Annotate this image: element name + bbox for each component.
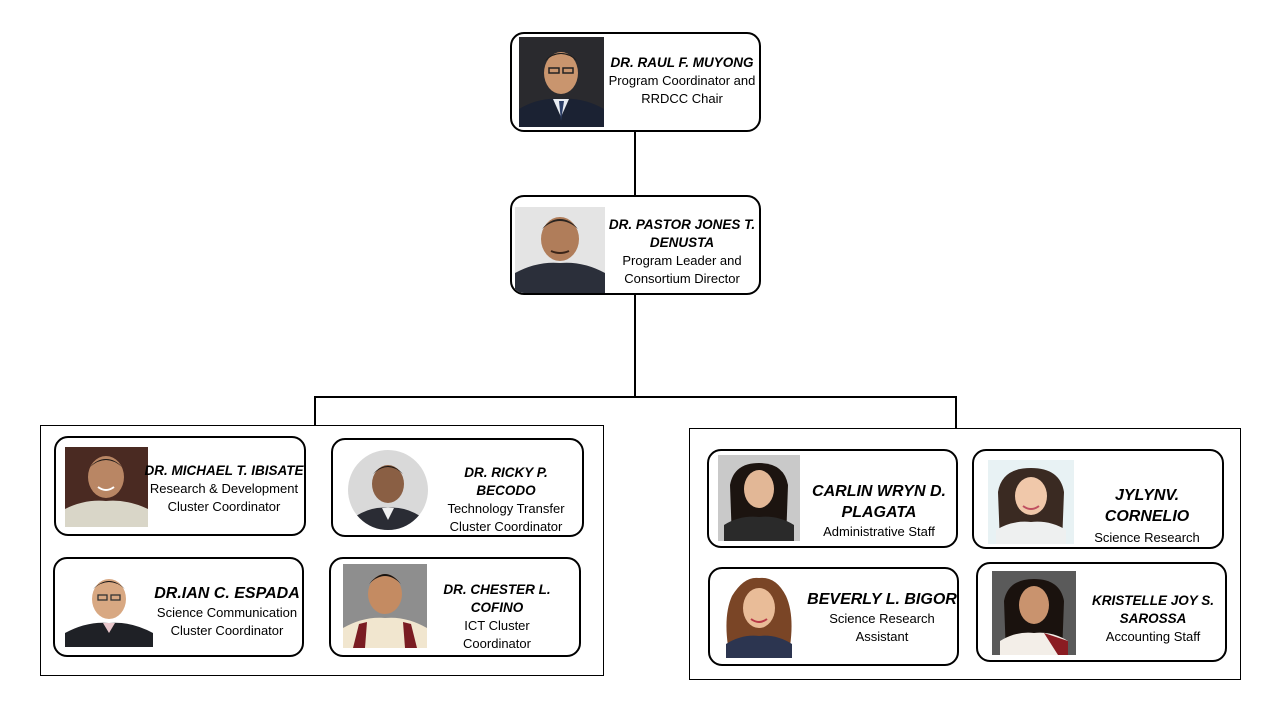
person-name: DR. MICHAEL T. IBISATE bbox=[144, 463, 304, 478]
person-role: Administrative Staff bbox=[823, 524, 935, 539]
person-name: JYLYNV. CORNELIO bbox=[1104, 487, 1190, 525]
person-role: Program Leader and Consortium Director bbox=[622, 253, 742, 286]
person-role: Accounting Staff bbox=[1105, 629, 1201, 644]
connector-right-drop bbox=[955, 396, 957, 429]
connector-horizontal bbox=[314, 396, 957, 398]
person-photo bbox=[519, 37, 604, 127]
person-photo bbox=[343, 564, 427, 648]
org-card-ict-cluster: DR. CHESTER L. COFINO ICT Cluster Coordi… bbox=[329, 557, 581, 657]
org-card-administrative-staff: CARLIN WRYN D. PLAGATA Administrative St… bbox=[707, 449, 958, 548]
person-role: ICT Cluster Coordinator bbox=[463, 618, 531, 651]
person-photo bbox=[992, 571, 1076, 655]
person-name: KRISTELLE JOY S. SAROSSA bbox=[1091, 593, 1215, 626]
org-card-program-leader: DR. PASTOR JONES T. DENUSTA Program Lead… bbox=[510, 195, 761, 295]
person-name: CARLIN WRYN D. PLAGATA bbox=[812, 483, 946, 521]
org-card-scicomm-cluster: DR.IAN C. ESPADA Science Communication C… bbox=[53, 557, 304, 657]
person-role: Science Communication Cluster Coordinato… bbox=[156, 605, 298, 638]
person-role: Science Research Assistant bbox=[1094, 530, 1200, 545]
person-name: DR. PASTOR JONES T. DENUSTA bbox=[608, 217, 756, 250]
org-card-tech-transfer-cluster: DR. RICKY P. BECODO Technology Transfer … bbox=[331, 438, 584, 537]
org-card-rd-cluster: DR. MICHAEL T. IBISATE Research & Develo… bbox=[54, 436, 306, 536]
person-photo bbox=[65, 571, 153, 647]
person-photo bbox=[515, 207, 605, 293]
connector-left-drop bbox=[314, 396, 316, 426]
person-role: Research & Development Cluster Coordinat… bbox=[149, 481, 299, 514]
org-card-sra-cornelio: JYLYNV. CORNELIO Science Research Assist… bbox=[972, 449, 1224, 549]
person-role: Program Coordinator and RRDCC Chair bbox=[608, 73, 756, 106]
org-card-program-coordinator: DR. RAUL F. MUYONG Program Coordinator a… bbox=[510, 32, 761, 132]
person-photo bbox=[65, 447, 148, 527]
person-photo bbox=[716, 572, 802, 658]
person-photo bbox=[988, 460, 1074, 544]
person-name: DR. RICKY P. BECODO bbox=[464, 465, 548, 498]
connector-leader-down bbox=[634, 294, 636, 397]
person-name: DR. RAUL F. MUYONG bbox=[610, 55, 754, 70]
person-role: Technology Transfer Cluster Coordinator bbox=[447, 501, 565, 534]
person-name: DR.IAN C. ESPADA bbox=[154, 585, 300, 602]
connector-top-to-leader bbox=[634, 131, 636, 196]
person-photo bbox=[718, 455, 800, 541]
person-name: DR. CHESTER L. COFINO bbox=[443, 582, 551, 615]
org-card-accounting-staff: KRISTELLE JOY S. SAROSSA Accounting Staf… bbox=[976, 562, 1227, 662]
person-role: Science Research Assistant bbox=[829, 611, 935, 644]
person-photo bbox=[348, 450, 428, 530]
org-card-sra-bigor: BEVERLY L. BIGOR Science Research Assist… bbox=[708, 567, 959, 666]
person-name: BEVERLY L. BIGOR bbox=[807, 591, 957, 608]
